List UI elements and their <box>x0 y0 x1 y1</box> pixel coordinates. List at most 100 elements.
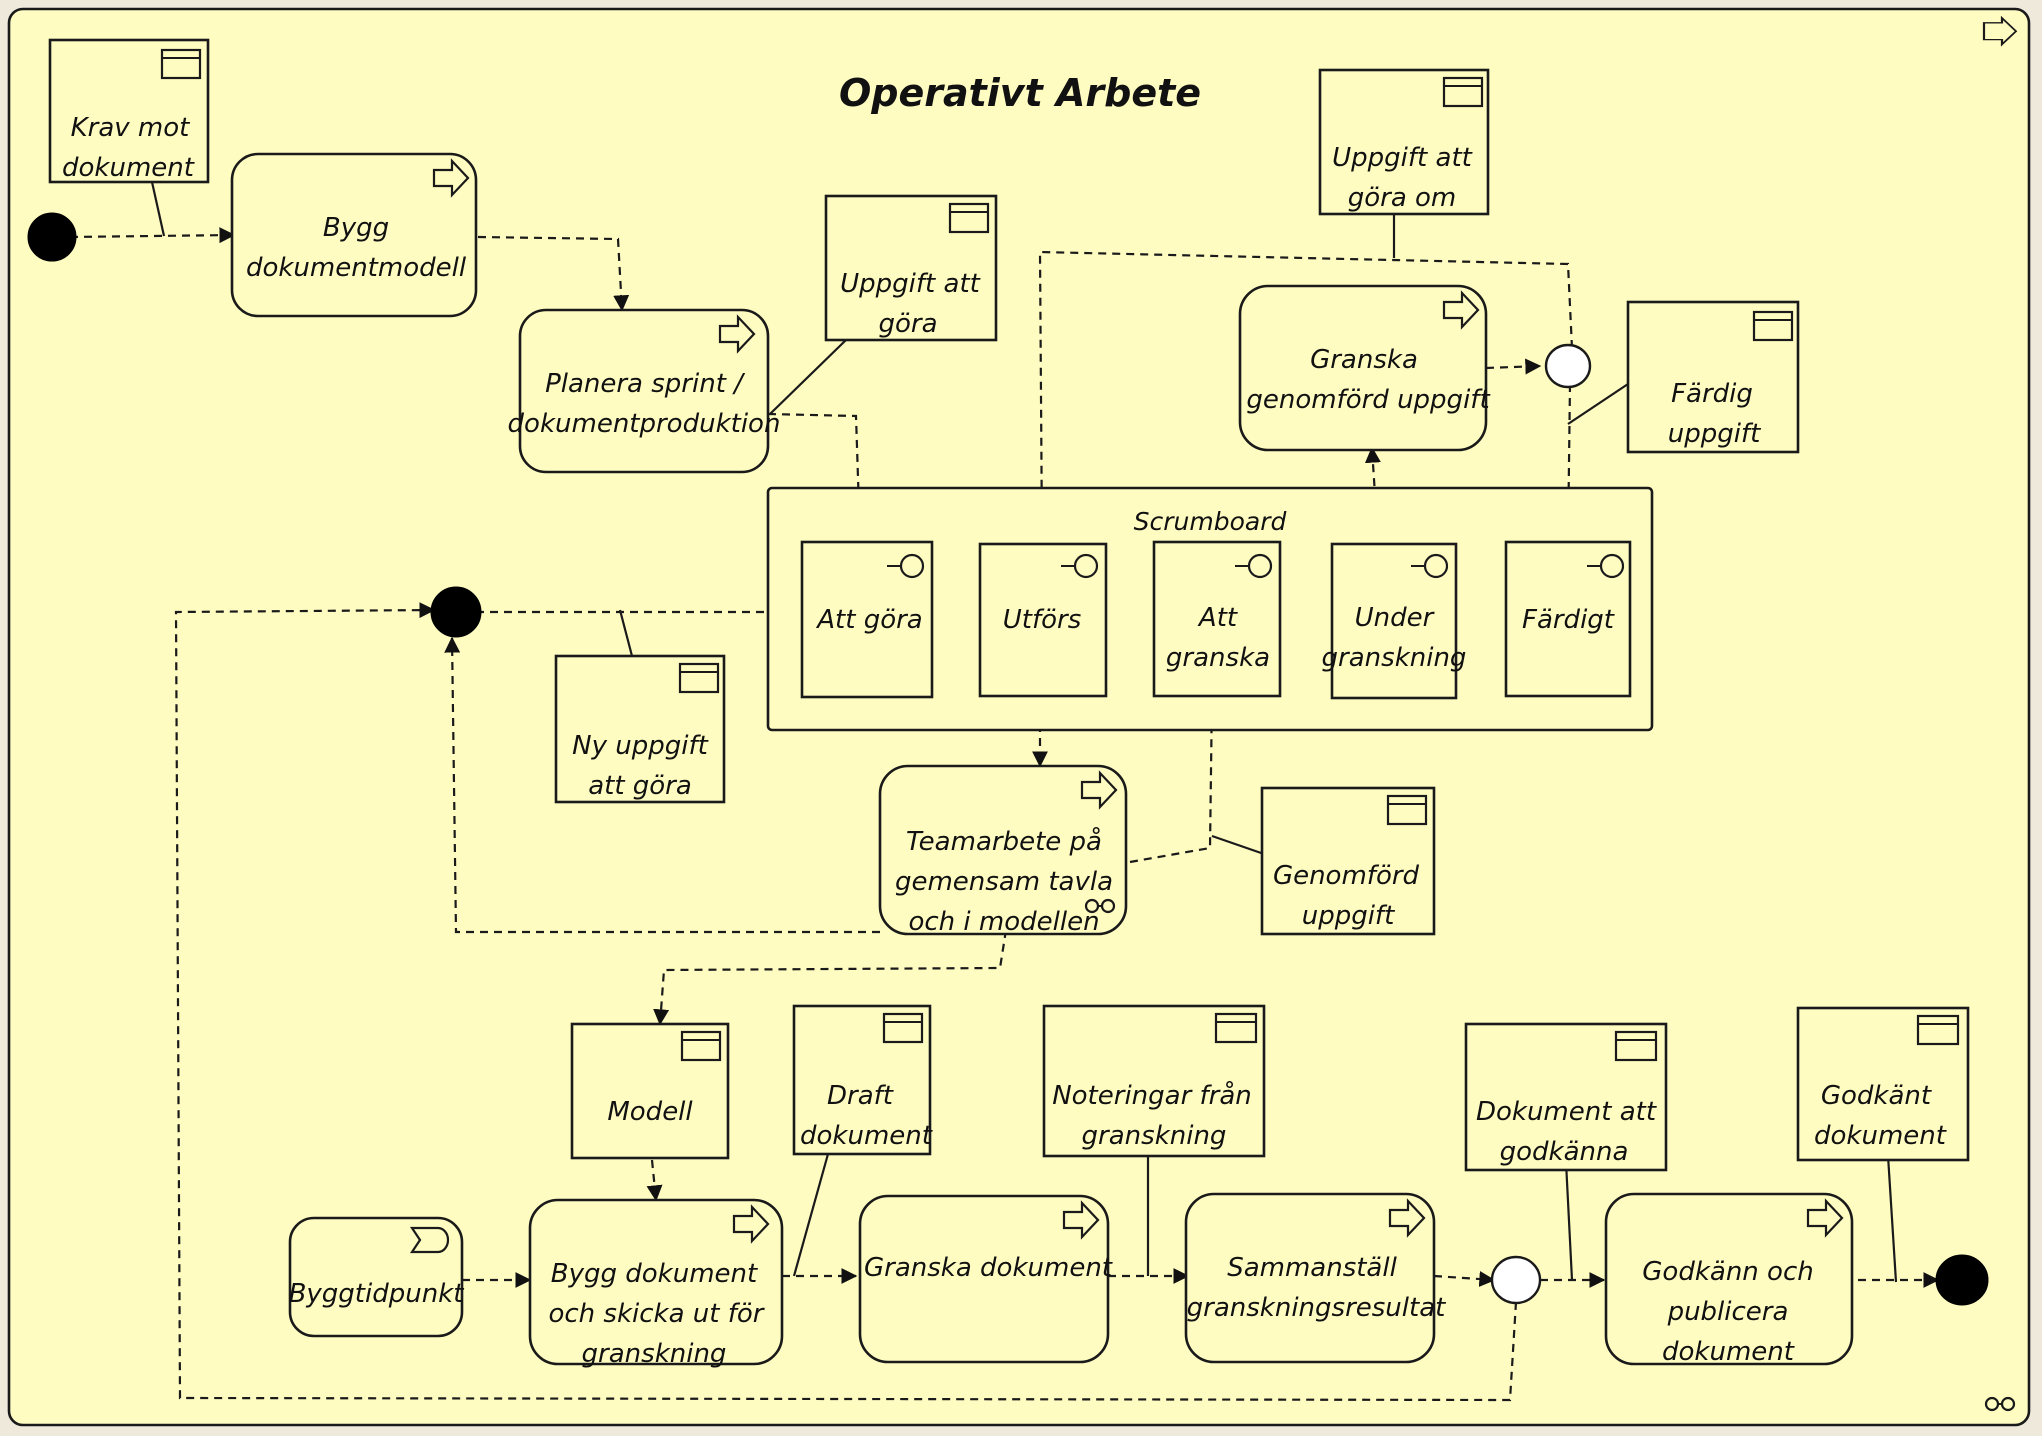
frame-link-icon <box>1984 1396 2016 1412</box>
activity-label: granskningsresultat <box>1187 1293 1446 1323</box>
end-event <box>1935 1254 1989 1306</box>
artifact-icon <box>1752 310 1794 342</box>
activity-bygg-dokument: Bygg dokument och skicka ut för granskni… <box>528 1198 784 1369</box>
data-object-uppgift-gora: Uppgift att göra <box>824 194 998 342</box>
diagram-title: Operativt Arbete <box>839 71 1201 115</box>
process-icon <box>1442 290 1480 330</box>
activity-label: granskning <box>582 1339 727 1369</box>
artifact-icon <box>678 662 720 694</box>
data-object-draft: Draft dokument <box>792 1004 933 1156</box>
artifact-icon <box>1442 76 1484 108</box>
data-object-krav: Krav mot dokument <box>48 38 210 184</box>
activity-label: och i modellen <box>908 907 1099 937</box>
data-object-noteringar: Noteringar från granskning <box>1042 1004 1266 1158</box>
data-object-uppgift-om: Uppgift att göra om <box>1318 68 1490 216</box>
col-label: granskning <box>1322 643 1467 673</box>
activity-label: genomförd uppgift <box>1246 385 1490 415</box>
process-icon <box>718 314 756 354</box>
data-label: Krav mot <box>71 113 191 143</box>
data-label: dokument <box>800 1121 933 1151</box>
col-label: Under <box>1355 603 1436 633</box>
process-icon <box>1062 1200 1100 1240</box>
merge-gateway-top <box>1544 343 1592 389</box>
data-label: uppgift <box>1302 901 1395 931</box>
process-icon <box>1806 1198 1844 1238</box>
activity-label: Granska <box>1310 345 1418 375</box>
activity-label: dokumentproduktion <box>508 409 781 439</box>
process-icon <box>432 158 470 198</box>
event-tag-icon <box>409 1226 450 1254</box>
data-object-modell: Modell <box>570 1022 730 1160</box>
data-label: att göra <box>588 771 692 801</box>
data-object-fardig-uppgift: Färdig uppgift <box>1626 300 1800 454</box>
data-label: Godkänt <box>1821 1081 1932 1111</box>
process-icon <box>1080 770 1118 810</box>
data-label: Draft <box>827 1081 894 1111</box>
scrumboard-column-under-granskning: Under granskning <box>1322 542 1467 700</box>
data-label: Ny uppgift <box>572 731 708 761</box>
col-label: Färdigt <box>1522 605 1615 635</box>
activity-label: Bygg <box>323 213 389 243</box>
activity-label: Teamarbete på <box>906 826 1102 857</box>
activity-godkann: Godkänn och publicera dokument <box>1604 1192 1854 1367</box>
activity-teamarbete: Teamarbete på gemensam tavla och i model… <box>878 764 1128 937</box>
activity-label: dokumentmodell <box>246 253 467 283</box>
link-icon <box>1084 898 1116 914</box>
activity-sammanstall: Sammanställ granskningsresultat <box>1184 1192 1446 1364</box>
merge-gateway-bottom <box>1490 1255 1542 1305</box>
activity-byggtidpunkt: Byggtidpunkt <box>289 1216 465 1338</box>
associations <box>150 181 1898 1283</box>
scrumboard-label: Scrumboard <box>1134 507 1287 536</box>
component-icon <box>1073 553 1099 579</box>
col-label: Att <box>1197 603 1238 633</box>
start-event <box>27 212 77 262</box>
data-label: uppgift <box>1668 419 1761 449</box>
process-icon <box>732 1204 770 1244</box>
data-label: Modell <box>607 1097 693 1127</box>
component-icon <box>1247 553 1273 579</box>
activity-label: Sammanställ <box>1227 1253 1397 1283</box>
data-label: dokument <box>62 153 195 183</box>
scrumboard-column-att-gora: Att göra <box>800 540 934 699</box>
data-label: Dokument att <box>1476 1097 1657 1127</box>
data-label: godkänna <box>1500 1137 1629 1167</box>
intermediate-event <box>430 586 482 638</box>
data-object-genomford-uppgift: Genomförd uppgift <box>1260 786 1436 936</box>
activity-label: gemensam tavla <box>895 867 1113 897</box>
data-label: Färdig <box>1671 379 1753 409</box>
data-object-dokument-godkanna: Dokument att godkänna <box>1464 1022 1668 1172</box>
data-label: granskning <box>1082 1121 1227 1151</box>
artifact-icon <box>1916 1014 1960 1046</box>
artifact-icon <box>680 1030 722 1062</box>
activity-granska-dokument: Granska dokument <box>858 1194 1113 1364</box>
data-label: dokument <box>1814 1121 1947 1151</box>
activity-bygg-dokumentmodell: Bygg dokumentmodell <box>230 152 478 318</box>
data-label: Uppgift att <box>1332 143 1473 173</box>
data-object-ny-uppgift: Ny uppgift att göra <box>554 654 726 804</box>
data-label: Uppgift att <box>840 269 981 299</box>
activity-label: Byggtidpunkt <box>289 1279 465 1309</box>
col-label: granska <box>1166 643 1270 673</box>
artifact-icon <box>1214 1012 1258 1044</box>
activity-label: och skicka ut för <box>548 1299 765 1329</box>
data-object-godkant: Godkänt dokument <box>1796 1006 1970 1162</box>
activity-label: Bygg dokument <box>551 1259 758 1289</box>
component-icon <box>899 553 925 579</box>
data-label: göra om <box>1348 183 1457 213</box>
col-label: Utförs <box>1003 605 1082 635</box>
activity-label: publicera <box>1667 1297 1789 1327</box>
component-icon <box>1423 553 1449 579</box>
artifact-icon <box>1614 1030 1658 1062</box>
data-label: göra <box>878 309 937 339</box>
activity-granska-uppgift: Granska genomförd uppgift <box>1238 284 1490 452</box>
data-label: Noteringar från <box>1052 1080 1252 1111</box>
component-icon <box>1599 553 1625 579</box>
frame-process-icon <box>1982 15 2018 47</box>
activity-label: dokument <box>1662 1337 1795 1367</box>
artifact-icon <box>160 48 202 80</box>
col-label: Att göra <box>815 605 922 635</box>
activity-label: Godkänn och <box>1642 1257 1813 1287</box>
artifact-icon <box>882 1012 924 1044</box>
scrumboard-column-utfors: Utförs <box>978 542 1108 698</box>
activity-label: Granska dokument <box>864 1253 1113 1283</box>
